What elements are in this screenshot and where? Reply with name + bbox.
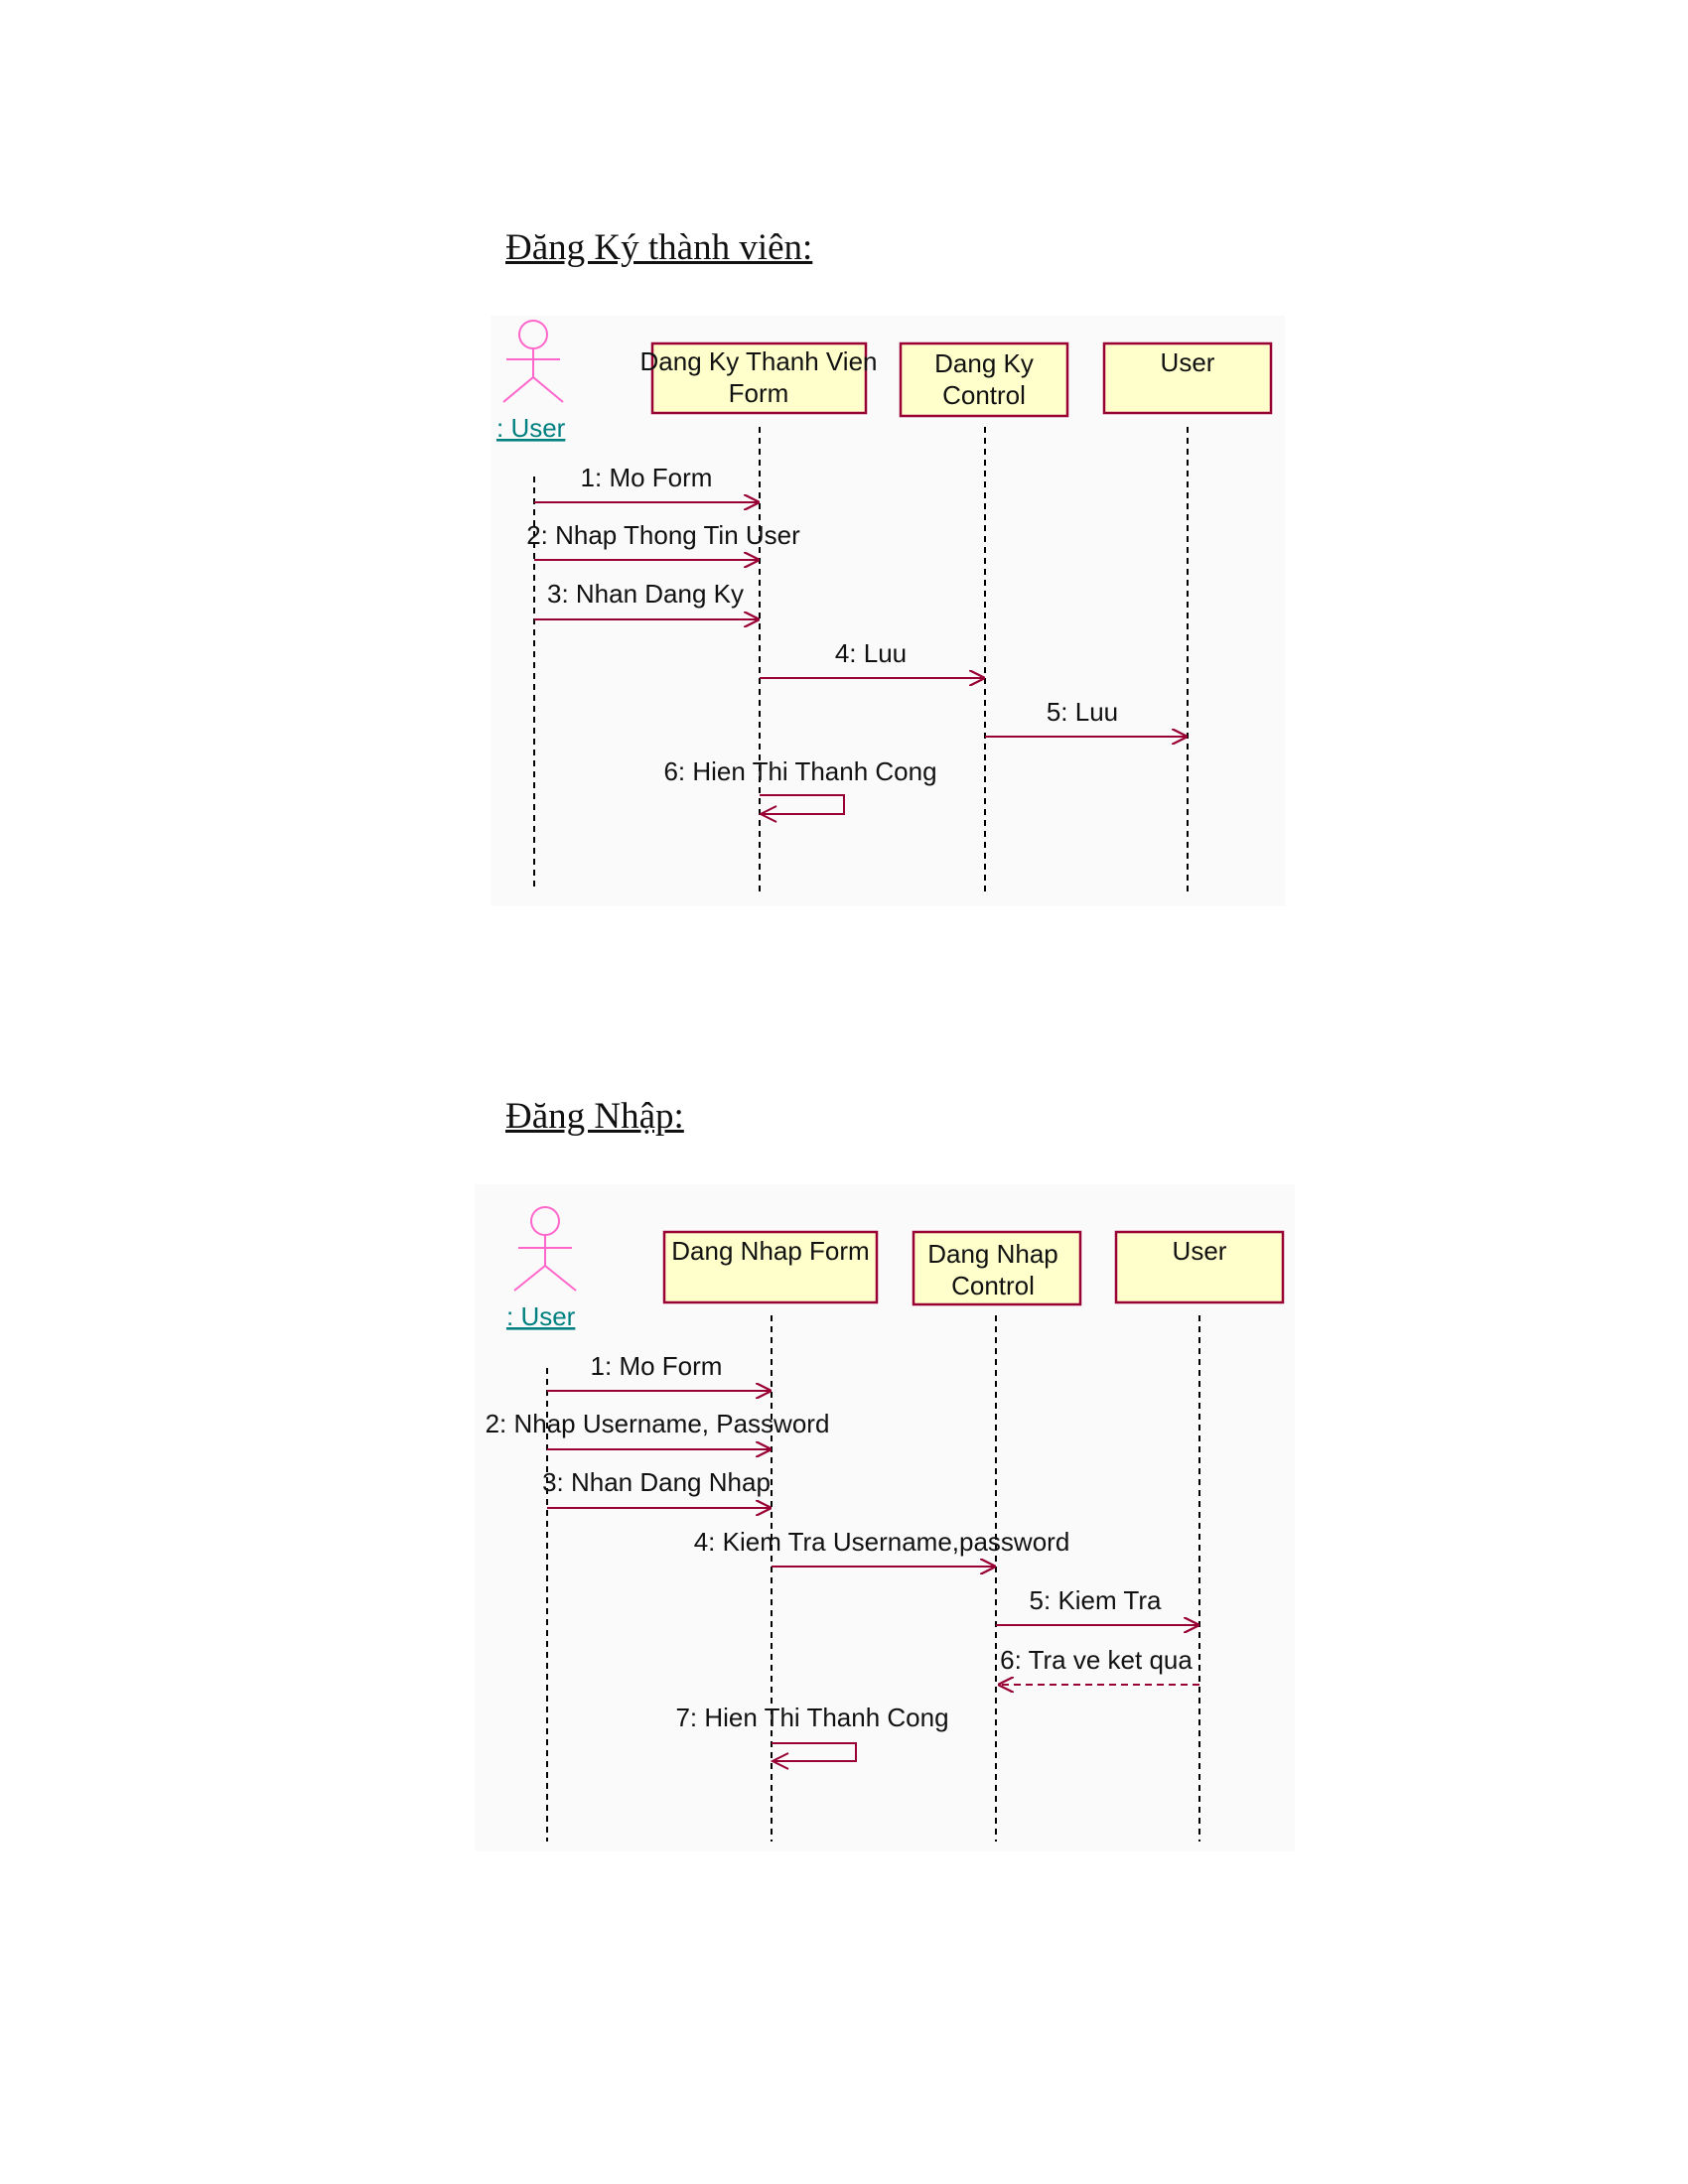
object-label-user: User: [1173, 1236, 1227, 1266]
object-box-dang-ky-control: [899, 341, 1069, 418]
actor-label: : User: [506, 1301, 576, 1331]
message-label-1: 1: Mo Form: [581, 463, 713, 492]
message-arrow-7-head: [770, 1752, 789, 1770]
object-box-dang-nhap-control: [912, 1230, 1082, 1306]
message-label-6: 6: Tra ve ket qua: [1000, 1645, 1193, 1675]
object-label-line-2: Control: [942, 380, 1026, 410]
message-label-5: 5: Kiem Tra: [1030, 1585, 1162, 1615]
message-label-2: 2: Nhap Thong Tin User: [526, 520, 800, 550]
object-box-dang-nhap-form: [662, 1230, 879, 1304]
object-label-line-2: Form: [729, 378, 789, 408]
object-label-line-2: Control: [951, 1271, 1035, 1300]
actor-user-icon: [502, 320, 564, 403]
object-box-user: [1114, 1230, 1285, 1304]
message-label-4: 4: Luu: [835, 638, 907, 668]
message-label-3: 3: Nhan Dang Ky: [547, 579, 744, 609]
object-label-dang-nhap-form: Dang Nhap Form: [671, 1236, 869, 1266]
message-label-2: 2: Nhap Username, Password: [486, 1409, 830, 1438]
object-label-dang-ky-form-line-1: Dang Ky Thanh Vien: [640, 346, 878, 376]
object-label-dang-ky-control-line-1: Dang Ky: [934, 348, 1034, 378]
message-label-1: 1: Mo Form: [591, 1351, 723, 1381]
message-arrow-7-self: [772, 1742, 857, 1762]
actor-user-icon: [513, 1206, 577, 1292]
message-label-5: 5: Luu: [1047, 697, 1118, 727]
message-arrow-6-self: [760, 794, 845, 815]
message-label-7: 7: Hien Thi Thanh Cong: [675, 1703, 948, 1732]
actor-label: : User: [496, 413, 566, 443]
message-label-3: 3: Nhan Dang Nhap: [542, 1467, 771, 1497]
object-label-user: User: [1161, 347, 1215, 377]
section-title-dang-ky: Đăng Ký thành viên:: [505, 227, 813, 268]
object-box-user: [1102, 341, 1273, 415]
section-title-dang-nhap: Đăng Nhập:: [505, 1096, 684, 1137]
object-label-dang-nhap-control-line-1: Dang Nhap: [927, 1239, 1058, 1269]
object-box-dang-ky-form: [650, 341, 868, 415]
message-label-4: 4: Kiem Tra Username,password: [694, 1527, 1070, 1557]
message-label-6: 6: Hien Thi Thanh Cong: [663, 756, 936, 786]
message-arrow-6-head: [758, 805, 777, 823]
